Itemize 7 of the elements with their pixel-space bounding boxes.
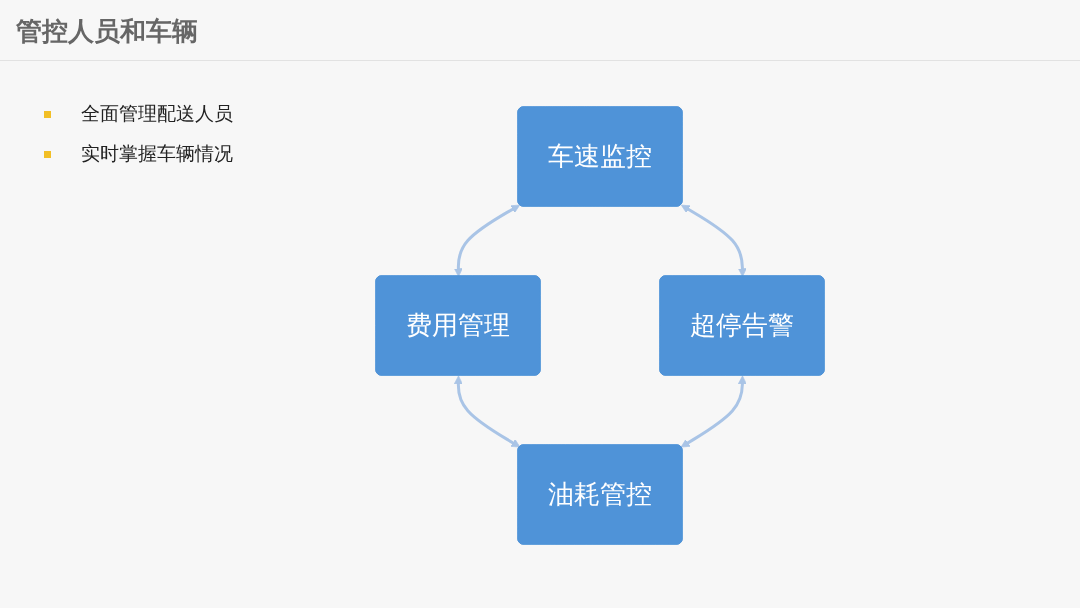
- arrow: [454, 204, 520, 277]
- bullet-text: 实时掌握车辆情况: [81, 141, 233, 166]
- bullet-text: 全面管理配送人员: [81, 101, 233, 126]
- arrow: [454, 375, 521, 447]
- arrow: [681, 204, 747, 277]
- arrow: [680, 375, 747, 447]
- slide-title: 管控人员和车辆: [16, 15, 198, 48]
